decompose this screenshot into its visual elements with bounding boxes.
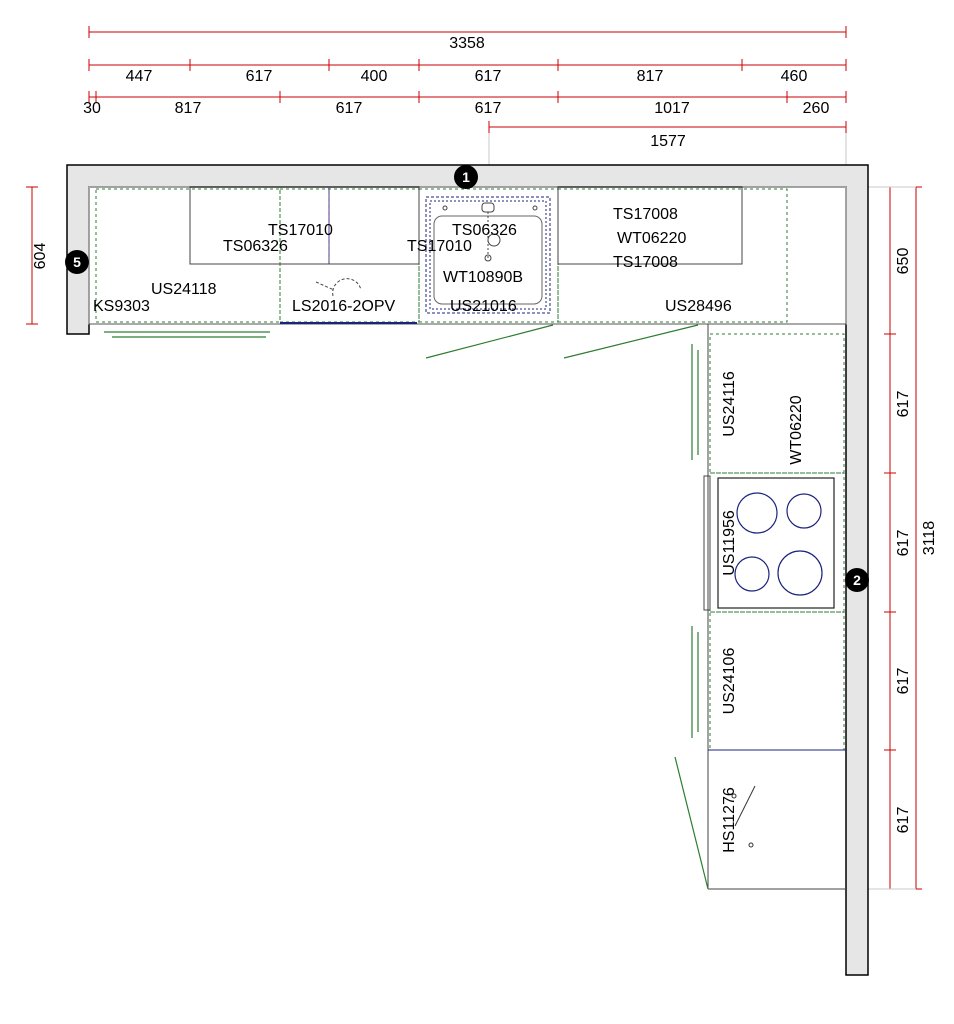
- dim-top-row2: 30: [83, 100, 101, 117]
- dim-left-depth: 604: [32, 243, 49, 270]
- label-ls2016: LS2016-2OPV: [292, 298, 396, 315]
- label-ts17008-b: TS17008: [613, 254, 678, 271]
- marker-2-text: 2: [853, 572, 861, 588]
- door-swings-right: [674, 344, 709, 890]
- label-ts17010-b: TS17010: [407, 238, 472, 255]
- top-dimensions: [88, 26, 847, 133]
- marker-5-text: 5: [73, 254, 81, 270]
- door-swings-top: [104, 324, 699, 359]
- label-ks9303: KS9303: [93, 298, 150, 315]
- dim-top-partial: 1577: [650, 133, 686, 150]
- label-us28496: US28496: [665, 298, 732, 315]
- label-ts06326-a: TS06326: [223, 238, 288, 255]
- label-wt10890b: WT10890B: [443, 269, 523, 286]
- dim-top-row1: 400: [361, 68, 388, 85]
- dim-top-row1: 617: [246, 68, 273, 85]
- dim-top-row2: 817: [175, 100, 202, 117]
- dim-right-segment: 617: [895, 530, 912, 557]
- dim-top-row2: 1017: [654, 100, 690, 117]
- label-ts06326-b: TS06326: [452, 222, 517, 239]
- dim-right-segment: 650: [895, 248, 912, 275]
- label-hs11276: HS11276: [721, 787, 738, 853]
- dim-right-segment: 617: [895, 668, 912, 695]
- dim-top-row2: 260: [803, 100, 830, 117]
- label-us21016: US21016: [450, 298, 517, 315]
- marker-wall-1[interactable]: 1: [454, 165, 478, 189]
- dishwasher-symbol: [315, 278, 362, 297]
- marker-wall-2[interactable]: 2: [845, 568, 869, 592]
- marker-wall-5[interactable]: 5: [65, 250, 89, 274]
- dim-top-row1: 817: [637, 68, 664, 85]
- dim-right-segment: 617: [895, 391, 912, 418]
- dim-right-segment: 617: [895, 807, 912, 834]
- label-us24118: US24118: [151, 281, 217, 298]
- dim-top-row1: 460: [781, 68, 808, 85]
- tall-unit-hint: [731, 785, 756, 848]
- label-wt06220-b: WT06220: [788, 395, 805, 464]
- sink: [425, 196, 551, 314]
- right-cabinet-run: [703, 324, 846, 890]
- label-ts17010-a: TS17010: [268, 222, 333, 239]
- dim-top-row2: 617: [336, 100, 363, 117]
- label-ts17008-a: TS17008: [613, 206, 678, 223]
- dim-top-row2: 617: [475, 100, 502, 117]
- label-us24106: US24106: [721, 648, 738, 715]
- marker-1-text: 1: [462, 169, 470, 185]
- cooktop: [717, 477, 835, 609]
- label-wt06220-a: WT06220: [617, 230, 686, 247]
- dim-right-total: 3118: [921, 521, 938, 556]
- dim-top-row1: 447: [126, 68, 153, 85]
- label-us24116: US24116: [721, 371, 738, 437]
- label-us11956: US11956: [721, 510, 738, 576]
- dim-top-total: 3358: [449, 35, 485, 52]
- dim-top-row1: 617: [475, 68, 502, 85]
- left-dimension: [26, 186, 38, 325]
